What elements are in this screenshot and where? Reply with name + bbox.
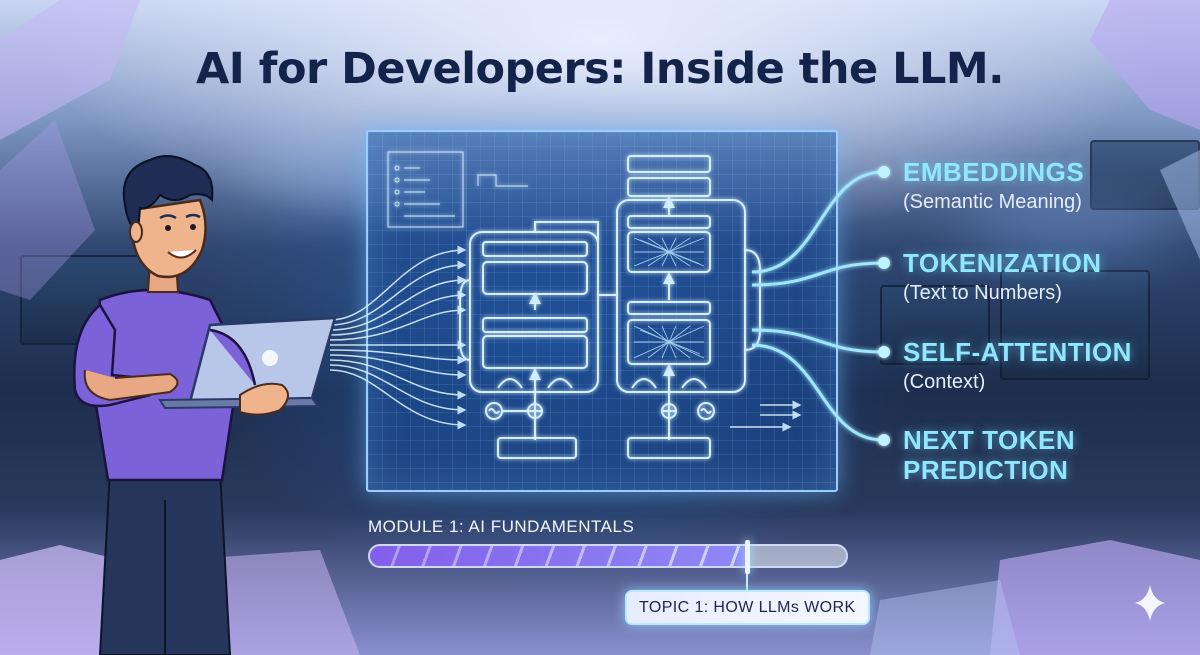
- concept-connectors: [751, 170, 884, 442]
- transformer-diagram-panel: [366, 130, 838, 492]
- page-title: AI for Developers: Inside the LLM.: [196, 44, 1005, 94]
- concept-embeddings: EMBEDDINGS (Semantic Meaning): [903, 157, 1084, 215]
- bg-monitor: [1000, 270, 1150, 380]
- concept-subtitle: (Context): [903, 371, 986, 393]
- connector-dots: [878, 166, 890, 446]
- output-embedding-box: [627, 437, 711, 459]
- concept-title-line2: PREDICTION: [903, 455, 1069, 485]
- sparkle-icon: [1135, 585, 1165, 621]
- concept-title: SELF-ATTENTION: [903, 337, 1132, 367]
- concept-title: TOKENIZATION: [903, 248, 1102, 278]
- attention-mesh: [633, 237, 705, 359]
- concept-next-token-prediction: NEXT TOKEN PREDICTION: [903, 425, 1075, 485]
- bg-light: [960, 210, 1180, 250]
- topic-badge[interactable]: TOPIC 1: HOW LLMs WORK: [625, 590, 870, 625]
- concept-tokenization: TOKENIZATION (Text to Numbers): [903, 248, 1102, 306]
- developer-illustration: [73, 155, 337, 655]
- concept-self-attention: SELF-ATTENTION (Context): [903, 337, 1132, 395]
- concept-title: NEXT TOKEN: [903, 425, 1076, 455]
- concept-subtitle: (Text to Numbers): [903, 282, 1062, 304]
- concept-title: EMBEDDINGS: [903, 157, 1085, 187]
- progress-fill: [370, 546, 747, 566]
- input-embedding-box: [497, 437, 577, 459]
- topic-connector: [746, 574, 749, 592]
- decoder-block: [616, 199, 746, 393]
- concept-subtitle: (Semantic Meaning): [903, 191, 1082, 213]
- progress-marker: [745, 540, 751, 574]
- bg-monitor: [880, 285, 990, 365]
- mini-panel: [387, 151, 464, 228]
- input-data-streams: [329, 245, 802, 432]
- module-progress-bar: [368, 544, 848, 568]
- module-label: MODULE 1: AI FUNDAMENTALS: [368, 517, 635, 536]
